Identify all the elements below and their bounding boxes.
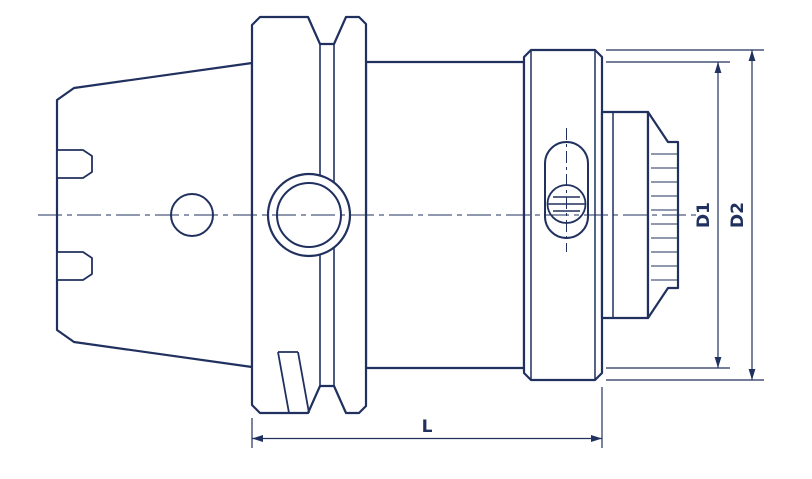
- slot-edge-left: [277, 351, 290, 414]
- drive-notch-bottom: [56, 251, 93, 281]
- dimension-d1: D1: [606, 61, 730, 369]
- arrowhead-top: [714, 62, 722, 73]
- dimension-d2: D2: [606, 49, 764, 381]
- flange-bottom-slot: [277, 351, 310, 414]
- diameter2-label: D2: [728, 202, 748, 228]
- diameter1-label: D1: [694, 202, 714, 228]
- slot-edge-right: [297, 351, 310, 414]
- arrowhead-right: [591, 435, 602, 442]
- drive-notch-top: [56, 149, 93, 179]
- arrowhead-bottom: [714, 357, 722, 368]
- nose-serrations: [651, 153, 677, 281]
- dimension-l: L: [251, 387, 603, 448]
- arrowhead-left: [252, 435, 263, 442]
- arrowhead-top: [748, 50, 756, 61]
- arrowhead-bottom: [748, 369, 756, 380]
- length-label: L: [422, 417, 433, 437]
